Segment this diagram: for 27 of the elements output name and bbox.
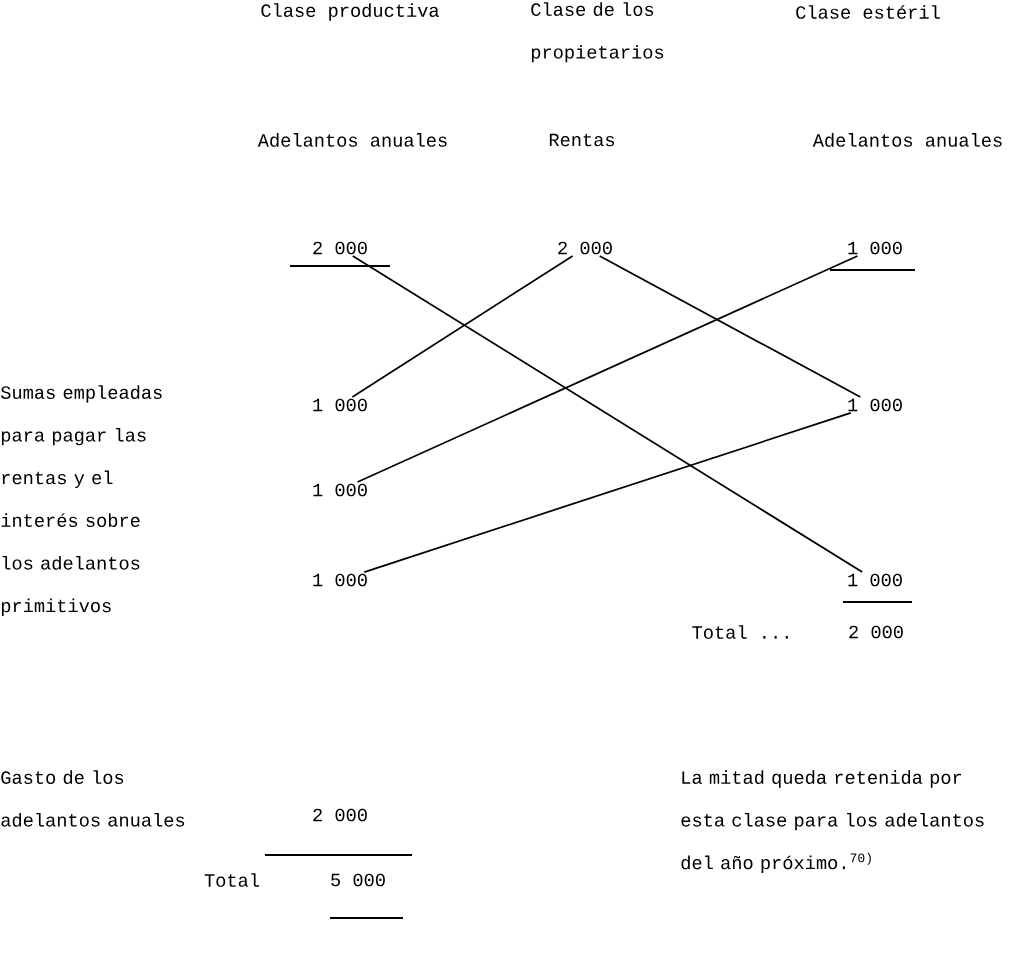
amount-value: 1 000: [313, 573, 367, 587]
amount-value: 1 000: [313, 398, 367, 412]
amount-value: 1 000: [848, 241, 902, 255]
side-note: Gasto de los adelantos anuales: [1, 770, 185, 827]
side-note: La mitad queda retenida por esta clase para los adelantos del año próximo.$^{70)}$: [681, 770, 984, 873]
column-heading: Clase productiva: [261, 3, 439, 21]
total-value: 5 000: [331, 873, 385, 887]
amount-value: 1 000: [313, 483, 367, 497]
amount-value: 2 000: [313, 241, 367, 255]
amount-value: 1 000: [848, 398, 902, 412]
connector-line: [351, 255, 864, 573]
amount-value: 2 000: [558, 241, 612, 255]
total-label: Total: [204, 873, 259, 887]
connector-line: [351, 255, 574, 398]
amount-value: 2 000: [313, 808, 367, 822]
column-heading: Clase de los propietarios: [531, 2, 664, 63]
total-value: 2 000: [849, 625, 903, 639]
connector-line: [356, 255, 859, 483]
row-heading: Adelantos anuales: [812, 133, 1002, 147]
amount-value: 1 000: [848, 573, 902, 587]
row-heading: Rentas: [549, 133, 615, 147]
row-heading: Adelantos anuales: [257, 133, 447, 147]
connector-line: [363, 412, 852, 573]
total-label: Total ...: [692, 625, 788, 639]
connector-line: [598, 255, 862, 398]
side-note: Sumas empleadas para pagar las rentas y el interés sobre los adelantos primitivos: [1, 385, 162, 616]
column-heading: Clase estéril: [796, 5, 940, 19]
